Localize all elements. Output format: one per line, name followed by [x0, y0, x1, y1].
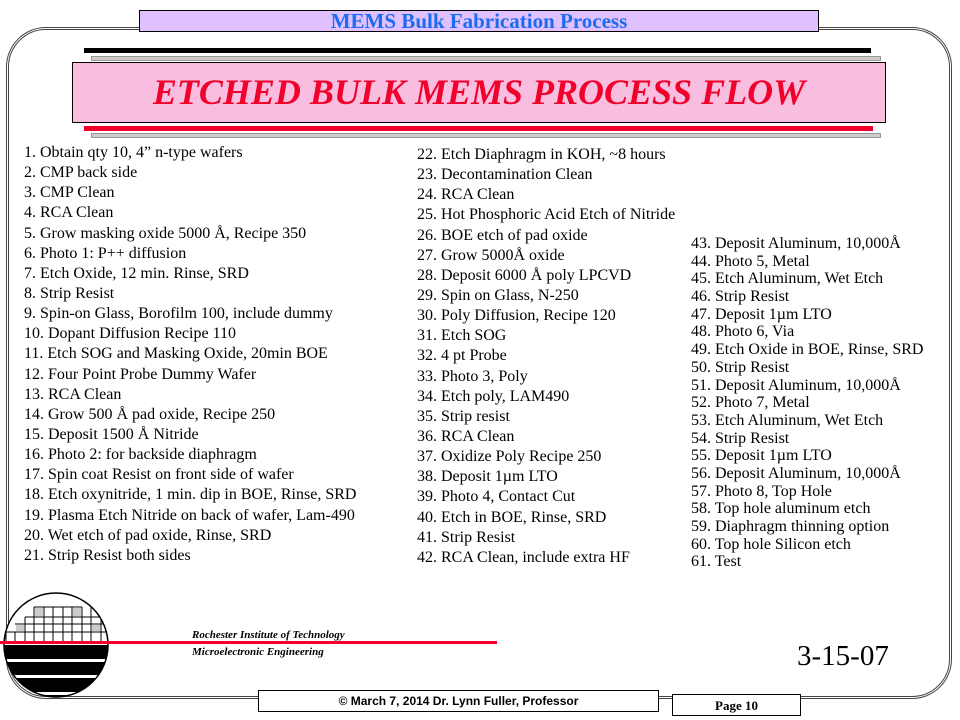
process-step: 19. Plasma Etch Nitride on back of wafer…: [24, 506, 355, 524]
process-step: 43. Deposit Aluminum, 10,000Å: [691, 235, 901, 252]
process-step: 58. Top hole aluminum etch: [691, 500, 871, 518]
process-step: 29. Spin on Glass, N-250: [417, 286, 579, 304]
process-step: 13. RCA Clean: [24, 385, 122, 403]
process-step: 27. Grow 5000Å oxide: [417, 246, 565, 264]
process-step: 41. Strip Resist: [417, 528, 516, 546]
process-step: 14. Grow 500 Å pad oxide, Recipe 250: [24, 405, 276, 423]
process-step: 32. 4 pt Probe: [417, 347, 507, 365]
process-step: 52. Photo 7, Metal: [691, 394, 810, 412]
process-step: 20. Wet etch of pad oxide, Rinse, SRD: [24, 526, 272, 544]
process-step: 53. Etch Aluminum, Wet Etch: [691, 411, 884, 429]
process-step: 16. Photo 2: for backside diaphragm: [24, 446, 257, 464]
process-step: 1. Obtain qty 10, 4” n-type wafers: [24, 144, 243, 161]
process-step: 54. Strip Resist: [691, 429, 790, 447]
gray-divider: [91, 133, 881, 138]
process-step: 60. Top hole Silicon etch: [691, 535, 851, 553]
process-step: 6. Photo 1: P++ diffusion: [24, 244, 187, 262]
process-step: 37. Oxidize Poly Recipe 250: [417, 448, 602, 466]
process-step: 61. Test: [691, 553, 742, 571]
process-step: 38. Deposit 1µm LTO: [417, 468, 558, 486]
process-step: 18. Etch oxynitride, 1 min. dip in BOE, …: [24, 486, 357, 504]
process-step: 40. Etch in BOE, Rinse, SRD: [417, 508, 607, 526]
process-steps-column-2: 22. Etch Diaphragm in KOH, ~8 hours 23. D…: [417, 145, 675, 568]
process-step: 26. BOE etch of pad oxide: [417, 226, 588, 244]
institution-name: Rochester Institute of Technology Microe…: [192, 627, 345, 661]
process-step: 25. Hot Phosphoric Acid Etch of Nitride: [417, 206, 676, 224]
process-step: 47. Deposit 1µm LTO: [691, 305, 832, 323]
black-divider: [84, 48, 871, 53]
process-step: 5. Grow masking oxide 5000 Å, Recipe 350: [24, 224, 307, 242]
red-divider: [84, 126, 873, 131]
process-step: 33. Photo 3, Poly: [417, 367, 528, 385]
process-step: 48. Photo 6, Via: [691, 323, 795, 341]
process-step: 51. Deposit Aluminum, 10,000Å: [691, 376, 901, 394]
header-title: MEMS Bulk Fabrication Process: [139, 10, 819, 32]
process-step: 9. Spin-on Glass, Borofilm 100, include …: [24, 305, 333, 323]
process-step: 31. Etch SOG: [417, 327, 507, 345]
process-step: 28. Deposit 6000 Å poly LPCVD: [417, 266, 632, 284]
process-step: 24. RCA Clean: [417, 186, 515, 204]
process-step: 49. Etch Oxide in BOE, Rinse, SRD: [691, 341, 924, 359]
process-step: 23. Decontamination Clean: [417, 166, 593, 184]
slide-date: 3-15-07: [797, 640, 889, 672]
process-step: 10. Dopant Diffusion Recipe 110: [24, 325, 236, 343]
process-step: 59. Diaphragm thinning option: [691, 518, 890, 535]
page-number: Page 10: [672, 694, 801, 716]
process-step: 21. Strip Resist both sides: [24, 546, 191, 564]
gray-divider: [91, 56, 881, 61]
process-step: 39. Photo 4, Contact Cut: [417, 488, 576, 506]
institution-line-1: Rochester Institute of Technology: [192, 629, 345, 641]
process-step: 57. Photo 8, Top Hole: [691, 482, 832, 500]
process-step: 55. Deposit 1µm LTO: [691, 447, 832, 465]
process-step: 11. Etch SOG and Masking Oxide, 20min BO…: [24, 345, 328, 363]
red-footer-line: [0, 641, 497, 644]
slide-title: ETCHED BULK MEMS PROCESS FLOW: [72, 62, 886, 123]
copyright-footer: © March 7, 2014 Dr. Lynn Fuller, Profess…: [258, 690, 659, 712]
process-step: 45. Etch Aluminum, Wet Etch: [691, 270, 884, 288]
process-step: 36. RCA Clean: [417, 427, 515, 445]
process-step: 3. CMP Clean: [24, 184, 115, 202]
process-step: 34. Etch poly, LAM490: [417, 387, 570, 405]
process-step: 56. Deposit Aluminum, 10,000Å: [691, 464, 901, 482]
process-step: 46. Strip Resist: [691, 288, 790, 306]
process-step: 4. RCA Clean: [24, 204, 114, 222]
process-steps-column-1: 1. Obtain qty 10, 4” n-type wafers 2. CMP…: [24, 143, 356, 566]
process-step: 15. Deposit 1500 Å Nitride: [24, 425, 199, 443]
process-step: 2. CMP back side: [24, 164, 138, 182]
process-step: 30. Poly Diffusion, Recipe 120: [417, 307, 616, 325]
process-step: 22. Etch Diaphragm in KOH, ~8 hours: [417, 146, 666, 163]
process-step: 35. Strip resist: [417, 407, 510, 425]
process-step: 17. Spin coat Resist on front side of wa…: [24, 466, 294, 484]
process-step: 50. Strip Resist: [691, 358, 790, 376]
process-step: 44. Photo 5, Metal: [691, 252, 810, 270]
process-step: 12. Four Point Probe Dummy Wafer: [24, 365, 257, 383]
institution-line-2: Microelectronic Engineering: [192, 646, 324, 658]
process-step: 42. RCA Clean, include extra HF: [417, 548, 630, 566]
wafer-logo-icon: [3, 592, 109, 698]
process-step: 8. Strip Resist: [24, 284, 115, 302]
process-step: 7. Etch Oxide, 12 min. Rinse, SRD: [24, 264, 249, 282]
